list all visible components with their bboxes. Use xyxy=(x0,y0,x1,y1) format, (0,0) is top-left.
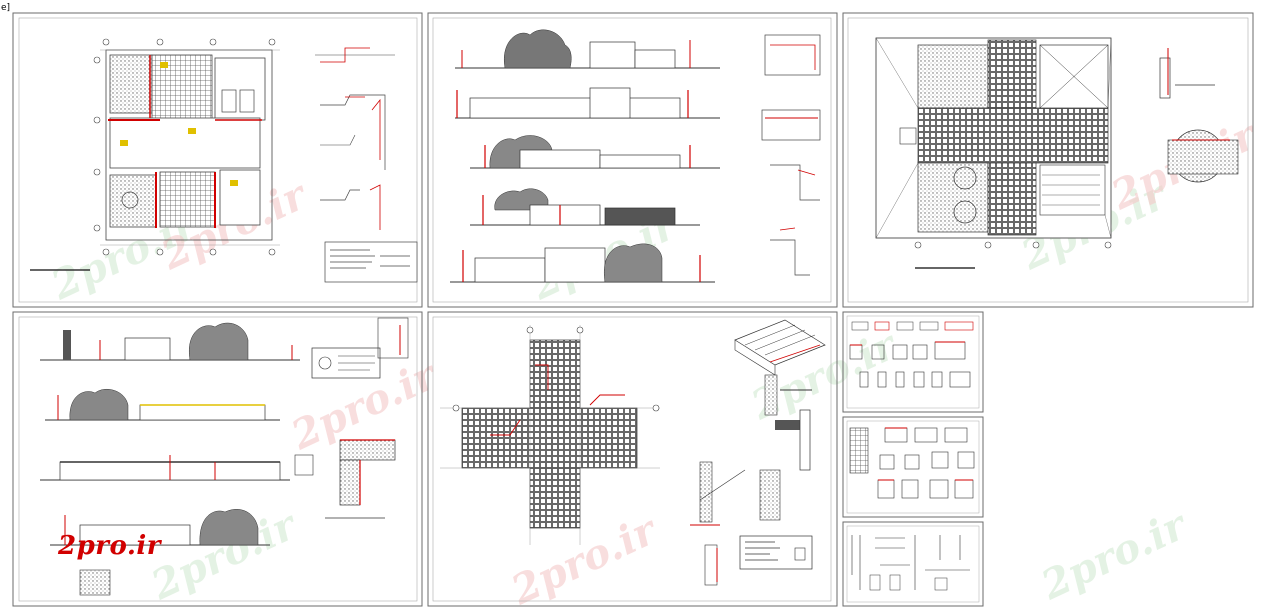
watermark-logo: 2pro.ir xyxy=(58,531,161,561)
sheet-structural-plan[interactable] xyxy=(427,311,838,607)
sheet-details-doors[interactable] xyxy=(842,311,984,413)
sheet-sections[interactable] xyxy=(12,311,423,607)
sheet-elevations[interactable] xyxy=(427,12,838,308)
svg-text:2pro.ir: 2pro.ir xyxy=(1033,501,1195,610)
svg-text:2pro.ir: 2pro.ir xyxy=(503,506,665,612)
sheet-details-misc[interactable] xyxy=(842,521,984,607)
corner-label: e] xyxy=(1,3,11,13)
sheet-details-windows[interactable] xyxy=(842,416,984,518)
sheet-roof-plan[interactable] xyxy=(842,12,1254,308)
sheet-floor-plan[interactable] xyxy=(12,12,423,308)
